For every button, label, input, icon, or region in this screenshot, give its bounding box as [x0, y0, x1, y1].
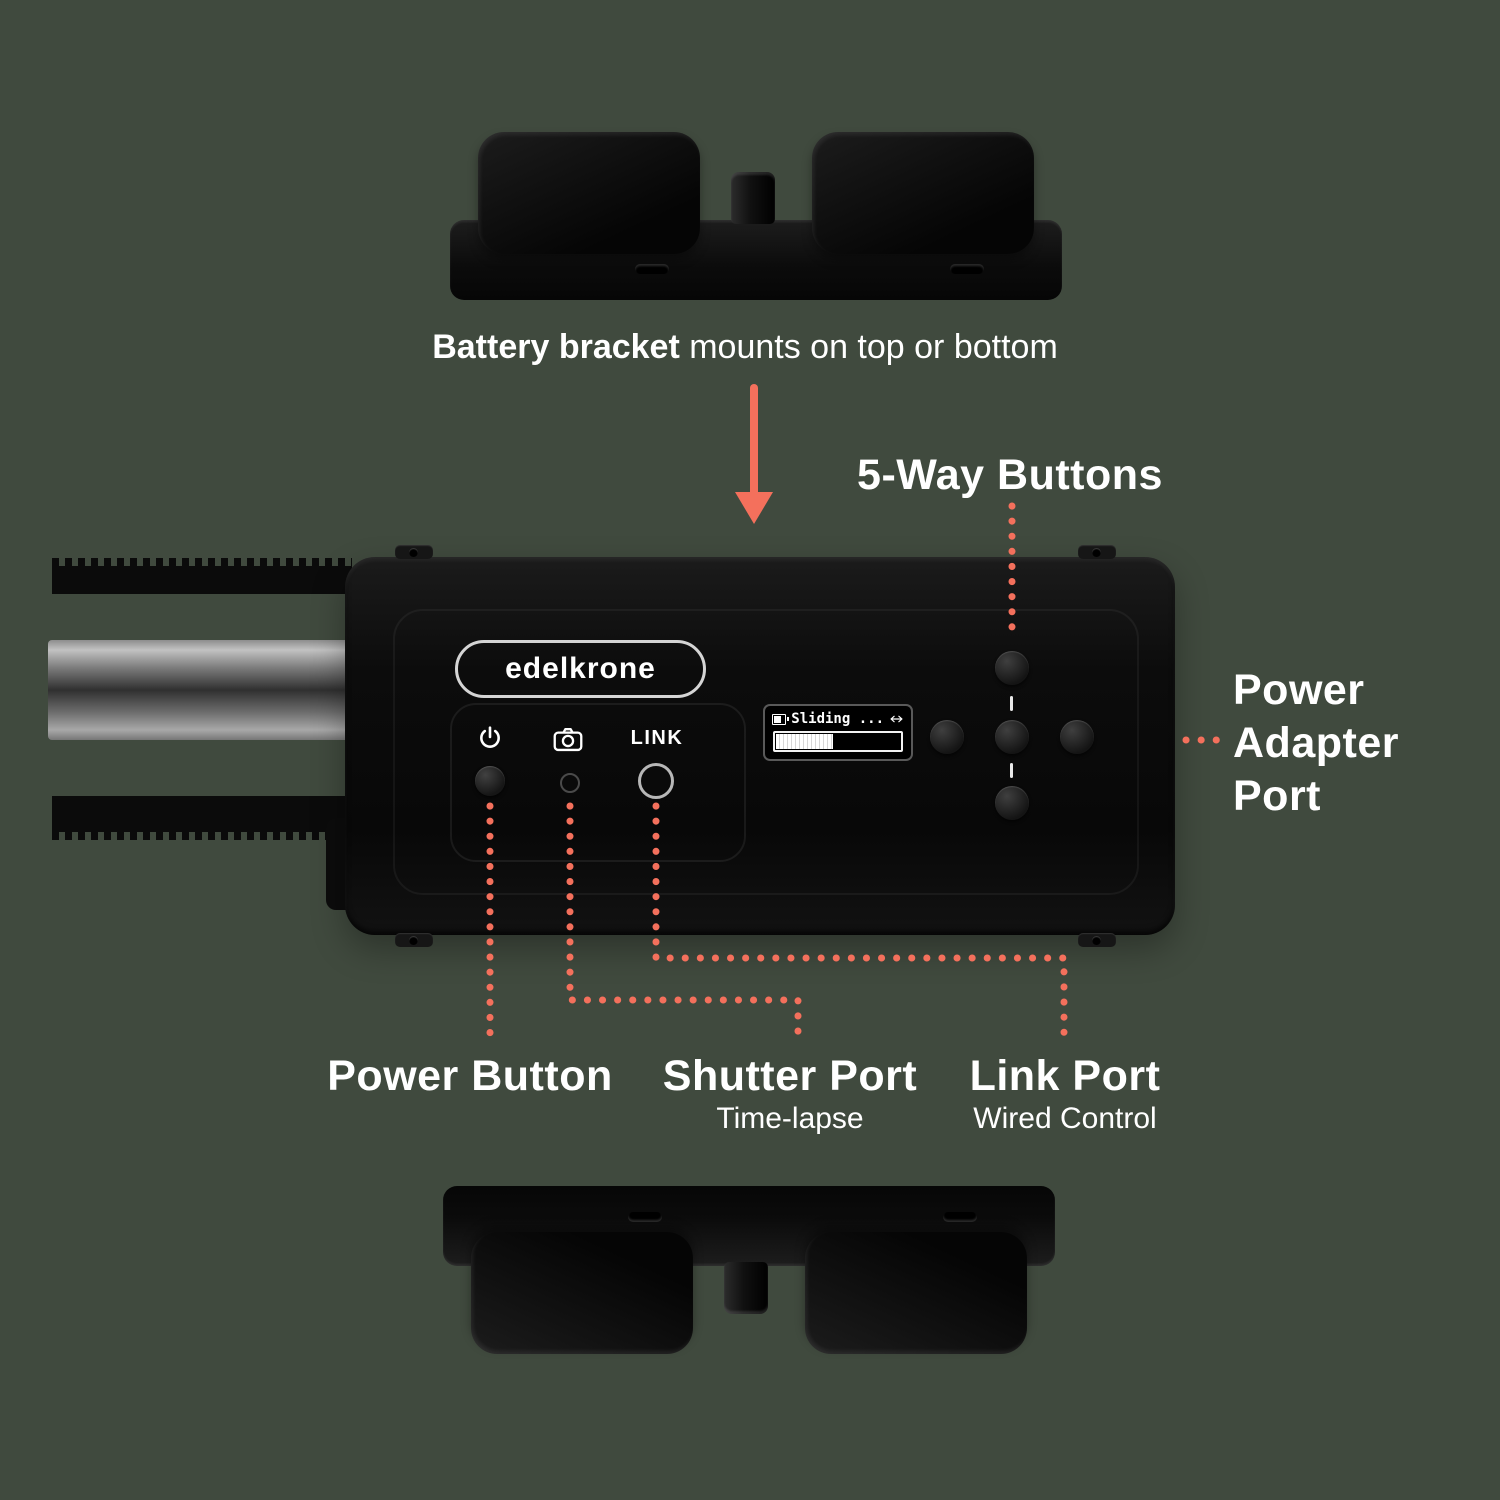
mounting-knob — [731, 172, 775, 224]
link-port-sublabel: Wired Control — [973, 1102, 1157, 1135]
drive-belt-top — [52, 558, 352, 594]
oled-display: Sliding ... — [763, 704, 913, 761]
left-right-arrows-icon — [890, 715, 903, 723]
battery-pad-right — [812, 132, 1034, 254]
battery-bracket-top — [450, 132, 1062, 300]
mounting-knob — [724, 1262, 768, 1314]
battery-bracket-bottom — [443, 1186, 1055, 1354]
down-arrow — [735, 384, 773, 524]
mount-tab — [395, 933, 433, 947]
slide-module-device: edelkrone LINK Sliding ... — [345, 545, 1175, 947]
battery-bracket-caption: Battery bracket mounts on top or bottom — [370, 328, 1120, 367]
five-way-button-center — [995, 720, 1029, 754]
power-adapter-port-line3: Port — [1233, 772, 1321, 820]
display-progress-bar — [773, 731, 903, 752]
power-adapter-port-line2: Adapter — [1233, 719, 1399, 767]
shutter-port-label: Shutter Port — [662, 1052, 918, 1100]
screw-slot — [628, 1212, 662, 1222]
mount-tab — [1078, 545, 1116, 559]
mount-tab — [1078, 933, 1116, 947]
power-adapter-port-label: Power Adapter Port — [1233, 664, 1399, 823]
slider-rail — [48, 640, 360, 740]
battery-icon — [772, 713, 790, 725]
display-progress-fill — [776, 734, 833, 749]
brand-logo-text: edelkrone — [505, 652, 656, 685]
screw-slot — [943, 1212, 977, 1222]
dpad-tick-bottom — [1010, 763, 1013, 778]
caption-bold-part: Battery bracket — [432, 328, 680, 366]
shutter-port-sublabel: Time-lapse — [716, 1102, 864, 1135]
camera-icon — [553, 728, 583, 752]
power-button-label: Power Button — [327, 1052, 613, 1100]
drive-belt-bottom — [52, 796, 352, 840]
power-icon — [480, 726, 500, 748]
mount-tab — [395, 545, 433, 559]
power-adapter-port-line1: Power — [1233, 666, 1365, 714]
link-port — [638, 763, 674, 799]
brand-logo: edelkrone — [455, 640, 706, 698]
dpad-tick-top — [1010, 696, 1013, 711]
caption-rest-part: mounts on top or bottom — [679, 328, 1058, 366]
five-way-buttons-label: 5-Way Buttons — [857, 451, 1163, 499]
screw-slot — [635, 264, 669, 274]
shutter-port — [560, 773, 580, 793]
five-way-button-up — [995, 651, 1029, 685]
link-port-label: Link Port — [969, 1052, 1161, 1100]
power-button — [475, 766, 505, 796]
battery-pad-left — [478, 132, 700, 254]
five-way-button-down — [995, 786, 1029, 820]
battery-pad-right — [805, 1232, 1027, 1354]
battery-pad-left — [471, 1232, 693, 1354]
screw-slot — [950, 264, 984, 274]
link-label: LINK — [630, 727, 684, 749]
display-status-row: Sliding ... — [765, 706, 911, 729]
five-way-button-right — [1060, 720, 1094, 754]
display-status-text: Sliding ... — [791, 711, 884, 727]
five-way-button-left — [930, 720, 964, 754]
